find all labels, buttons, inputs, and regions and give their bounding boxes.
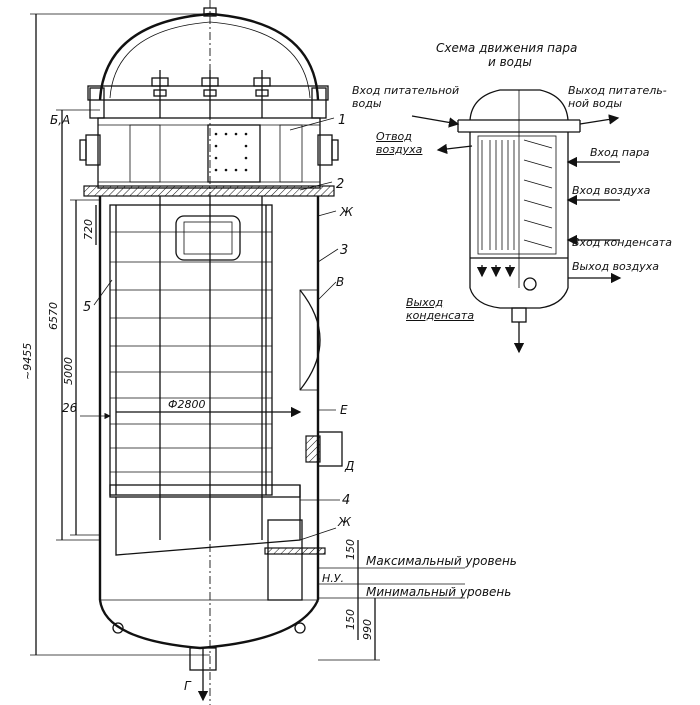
callout-2: 2: [336, 177, 344, 192]
dimension-lines: [30, 13, 465, 661]
schema-feed-out: Выход питатель-ной воды: [568, 84, 667, 110]
callout-e: Е: [340, 403, 348, 417]
dim-150-lower: 150: [344, 609, 357, 630]
schema-title-line1: Схема движения пара: [436, 41, 577, 55]
level-min: Минимальный уровень: [366, 585, 511, 599]
level-max: Максимальный уровень: [366, 554, 517, 568]
callout-26: 26: [62, 401, 78, 415]
schema-air-out: Выход воздуха: [572, 260, 659, 273]
callout-d: Д: [344, 459, 354, 473]
schema-condensate-out-box: Выход конденсата: [406, 296, 475, 322]
schema-air-vent-box: Отвод воздуха: [376, 130, 423, 156]
level-normal: Н.У.: [322, 572, 344, 585]
callout-leaders: [80, 117, 340, 541]
callout-zh-top: Ж: [339, 205, 354, 219]
main-vessel: [79, 0, 343, 705]
dim-diameter: Ф2800: [168, 398, 205, 411]
schema-steam-in: Вход пара: [590, 146, 650, 159]
schema-air-in: Вход воздуха: [572, 184, 651, 197]
callout-1: 1: [338, 113, 346, 128]
callout-3: 3: [340, 243, 348, 258]
schema-air-vent: Отвод воздуха: [376, 130, 423, 156]
dim-total-height: ~9455: [21, 343, 34, 380]
callout-zh-bottom: Ж: [337, 515, 352, 529]
schema-feed-in-box: Вход питательной воды: [352, 84, 460, 110]
flow-schema: [411, 89, 622, 354]
callout-5: 5: [83, 300, 91, 315]
callout-4: 4: [342, 493, 350, 508]
dim-5000: 5000: [62, 357, 75, 385]
schema-condensate-in: Вход конденсата: [572, 236, 672, 249]
callout-v: В: [336, 275, 344, 289]
schema-condensate-out: Выход конденсата: [406, 296, 475, 322]
callout-ba: Б,А: [50, 113, 70, 127]
schema-feed-out-box: Выход питатель-ной воды: [568, 84, 667, 110]
dim-6570: 6570: [47, 302, 60, 330]
schema-title-line2: и воды: [488, 55, 532, 69]
dim-990: 990: [361, 619, 374, 640]
dim-150-upper: 150: [344, 539, 357, 560]
dim-720: 720: [82, 219, 95, 240]
schema-feed-in: Вход питательной воды: [352, 84, 460, 110]
callout-g: Г: [184, 679, 192, 693]
